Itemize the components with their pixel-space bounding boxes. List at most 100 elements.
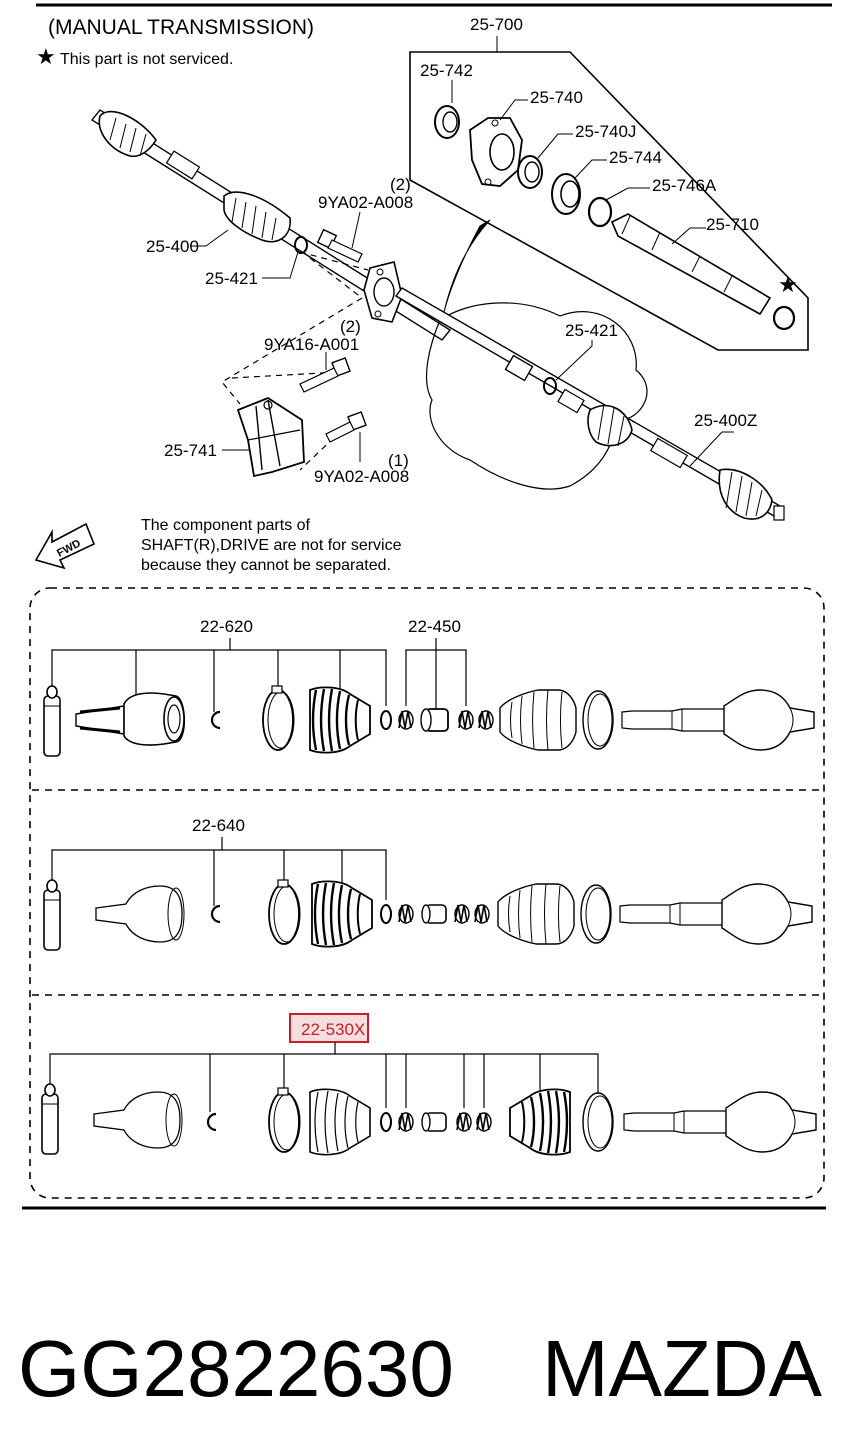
kit-row-1: 22-620 22-450 (43, 617, 815, 757)
label-bolt-c-qty: (1) (388, 451, 409, 470)
outer-band-icon (580, 884, 612, 944)
label-25-421-left: 25-421 (205, 269, 258, 288)
label-bolt-b: 9YA16-A001 (264, 335, 359, 354)
label-25-746A: 25-746A (652, 176, 717, 195)
assembly-frame (409, 51, 809, 351)
label-bolt-a-qty: (2) (390, 175, 411, 194)
outer-joint-icon (725, 1091, 817, 1153)
outer-joint-icon (723, 689, 815, 751)
kit-box (29, 587, 825, 1199)
label-25-744: 25-744 (609, 148, 662, 167)
note-line-2: SHAFT(R),DRIVE are not for service (141, 537, 402, 554)
boot-band-icon (262, 685, 295, 751)
grease-tube-icon (41, 1083, 59, 1155)
label-bolt-c: 9YA02-A008 (314, 467, 409, 486)
label-25-400Z: 25-400Z (694, 411, 757, 430)
shaft-icon (619, 902, 731, 926)
kit-label-22-450: 22-450 (408, 617, 461, 636)
brand-name: MAZDA (542, 1324, 823, 1413)
label-25-740: 25-740 (530, 88, 583, 107)
circlip-icon (210, 710, 222, 730)
ring-icon (380, 904, 392, 924)
bracket-25-741 (236, 396, 305, 478)
case-pointer (443, 219, 491, 313)
spring-icon (458, 710, 474, 730)
label-25-742: 25-742 (420, 61, 473, 80)
not-serviced-marker-icon: ★ (778, 272, 798, 297)
outer-boot-icon (499, 689, 577, 751)
label-25-740J: 25-740J (575, 122, 636, 141)
bush-icon (421, 904, 447, 924)
kit-label-22-530X[interactable]: 22-530X (301, 1020, 365, 1039)
spring-icon (398, 710, 414, 730)
seal-25-742 (434, 105, 460, 139)
label-25-421-right: 25-421 (565, 321, 618, 340)
note-line-1: The component parts of (141, 517, 311, 534)
inner-joint-icon (95, 885, 185, 943)
inner-boot-icon (308, 686, 372, 754)
highlight-box (289, 1013, 369, 1043)
spring-icon (398, 904, 414, 924)
ring-25-740J (517, 155, 543, 189)
outer-boot-icon (497, 883, 575, 945)
label-bolt-a: 9YA02-A008 (318, 193, 413, 212)
bolt-9YA16-A001 (299, 357, 351, 393)
legend-text: This part is not serviced. (60, 51, 233, 68)
kit-label-22-620: 22-620 (200, 617, 253, 636)
spring-icon (478, 710, 494, 730)
note-line-3: because they cannot be separated. (141, 557, 391, 574)
spring-icon (456, 1112, 472, 1132)
exploded-view: 25-700 25-742 25-740 25-740J 2 (34, 15, 809, 574)
bolt-9YA02-A008-lower (325, 411, 367, 443)
snap-ring-25-746A (587, 196, 613, 228)
spring-icon (398, 1112, 414, 1132)
outer-boot-dark-icon (508, 1088, 572, 1156)
spring-icon (454, 904, 470, 924)
label-25-700: 25-700 (470, 15, 523, 34)
inner-boot-icon (310, 880, 374, 948)
drive-shaft-25-400Z (394, 287, 785, 521)
bolt-9YA02-A008-upper (316, 228, 363, 263)
part-number: GG2822630 (18, 1324, 454, 1413)
grease-tube-icon (43, 879, 61, 951)
shaft-icon (623, 1110, 735, 1134)
grease-tube-icon (43, 685, 61, 757)
label-25-741: 25-741 (164, 441, 217, 460)
inner-joint-icon (93, 1091, 183, 1149)
circlip-icon (206, 1112, 218, 1132)
not-serviced-star-icon: ★ (36, 44, 56, 69)
outer-band-icon (582, 1092, 614, 1152)
outer-joint-icon (721, 883, 813, 945)
boot-band-icon (268, 879, 301, 945)
kit-label-22-640: 22-640 (192, 816, 245, 835)
transmission-case (425, 302, 648, 490)
clip-25-421-left (294, 236, 308, 254)
inner-joint (75, 692, 186, 746)
bush-icon (421, 1112, 447, 1132)
label-25-400: 25-400 (146, 237, 199, 256)
outer-band-icon (582, 690, 614, 750)
damper-bush (420, 708, 449, 732)
label-25-710: 25-710 (706, 215, 759, 234)
ring-icon (380, 710, 392, 730)
diagram-title: (MANUAL TRANSMISSION) (48, 16, 314, 39)
bearing-25-744 (551, 173, 581, 215)
bearing-support-25-740 (469, 117, 523, 187)
not-serviced-seal (772, 305, 796, 331)
circlip-icon (210, 904, 222, 924)
joint-shaft-25-710 (610, 213, 772, 316)
boot-band-icon (268, 1087, 301, 1153)
drive-shaft-25-400 (90, 109, 452, 341)
spring-icon (474, 904, 490, 924)
shaft-icon (621, 708, 733, 732)
center-flange (363, 261, 403, 323)
spring-icon (476, 1112, 492, 1132)
fwd-arrow-icon: FWD (34, 522, 96, 570)
kit-row-3: 22-530X (41, 1013, 817, 1156)
ring-icon (380, 1112, 392, 1132)
label-bolt-b-qty: (2) (340, 317, 361, 336)
clip-25-421-right (543, 377, 557, 395)
kit-row-2: 22-640 (43, 816, 813, 951)
inner-boot-icon (309, 1088, 371, 1156)
